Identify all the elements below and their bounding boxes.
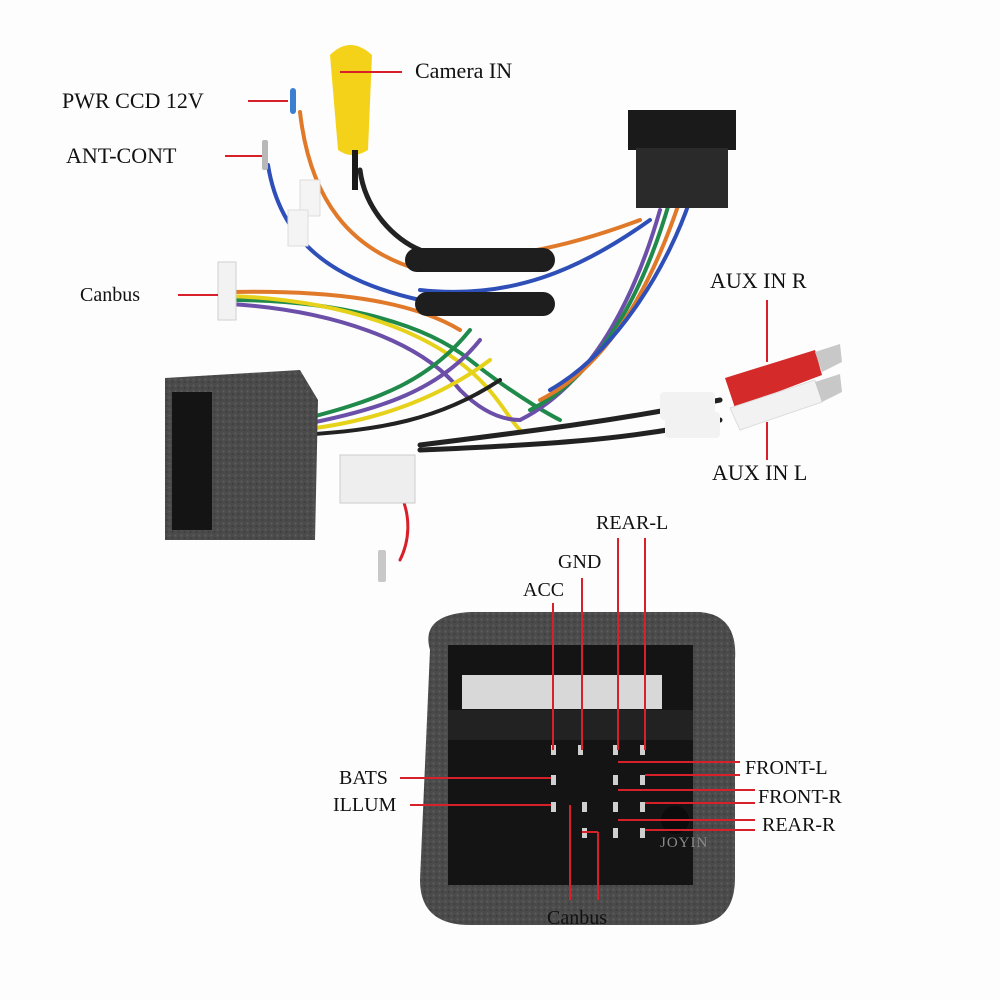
iso-connector [628,110,736,208]
label-acc: ACC [523,579,565,601]
label-rear-r: REAR-R [762,814,836,836]
foam-connector-front [420,612,736,925]
wire-tag [339,454,416,504]
ant-cont-pin [262,140,268,170]
foam-connector-side [165,370,318,540]
label-canbus-top: Canbus [80,284,140,306]
label-front-l: FRONT-L [745,757,828,779]
watermark: JOYIN [660,835,709,851]
label-gnd: GND [558,551,602,573]
label-front-r: FRONT-R [758,786,842,808]
pin-grid [551,745,645,838]
ferrite-sleeve [405,248,555,272]
label-camera-in: Camera IN [415,58,513,83]
aux-rca-plugs [660,344,842,438]
label-illum: ILLUM [333,794,397,816]
wire-bundle [228,110,723,562]
loose-pin [378,550,386,582]
ferrite-sleeve [415,292,555,316]
label-ant-cont: ANT-CONT [66,143,177,168]
label-canbus-bottom: Canbus [547,907,607,929]
canbus-connector [217,261,237,321]
leader-lines [178,71,768,900]
label-aux-in-l: AUX IN L [712,460,808,485]
label-aux-in-r: AUX IN R [710,268,807,293]
camera-rca-plug [330,45,372,190]
label-pwr-ccd-12v: PWR CCD 12V [62,88,204,113]
label-rear-l: REAR-L [596,512,669,534]
wire-tag [299,179,321,217]
pwr-ccd-pin [290,88,296,114]
label-bats: BATS [339,767,388,789]
wire-tag [287,209,309,247]
